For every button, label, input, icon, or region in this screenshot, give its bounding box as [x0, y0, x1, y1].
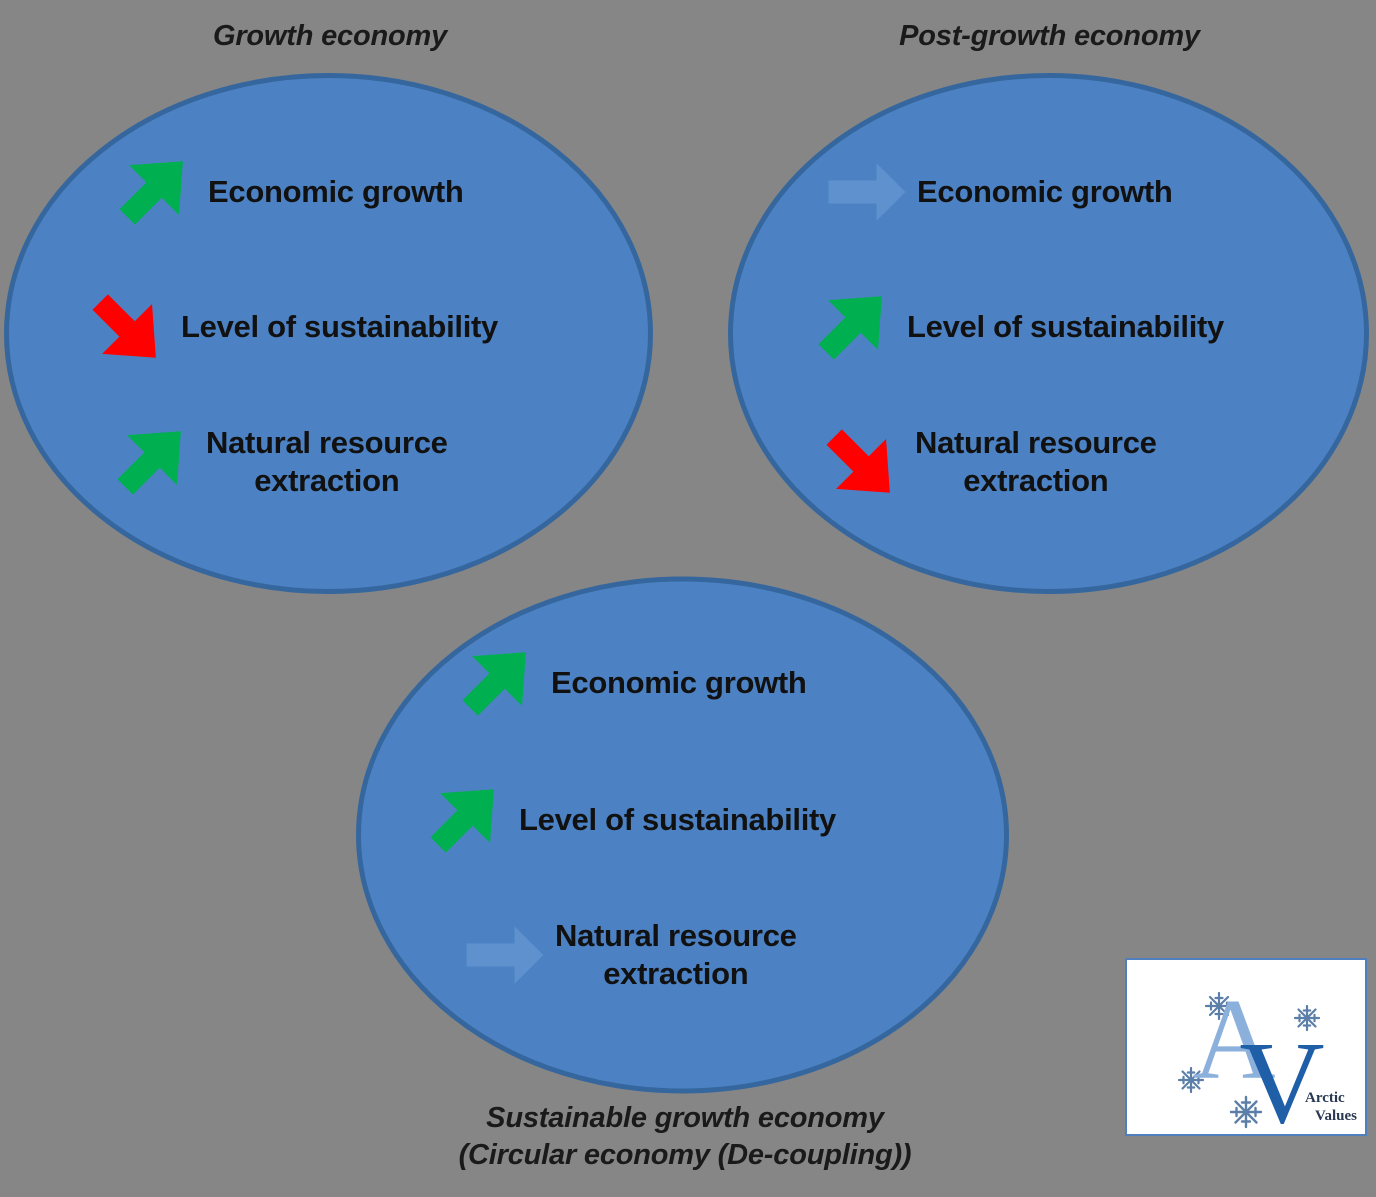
arrow-up-right-green-icon [108, 144, 204, 240]
logo-letter-a: A [1192, 976, 1275, 1103]
arrow-down-right-red-icon [81, 279, 177, 375]
panel-row-label: Level of sustainability [181, 309, 498, 345]
snowflake-icon [1177, 1066, 1205, 1094]
panel-row: Level of sustainability [807, 279, 1224, 375]
arrow-up-right-green-icon [451, 635, 547, 731]
snowflake-icon [1293, 1004, 1321, 1032]
panel-row-label: Natural resource extraction [555, 918, 797, 991]
logo-letter-v: V [1239, 1017, 1324, 1134]
arrow-up-right-green-icon [419, 772, 515, 868]
panel-label-post-growth-economy: Post-growth economy [899, 20, 1200, 52]
panel-label-growth-economy: Growth economy [212, 20, 448, 52]
panel-row: Level of sustainability [81, 279, 498, 375]
panel-row-label: Level of sustainability [519, 802, 836, 838]
logo-name-line-1: Arctic [1305, 1090, 1345, 1106]
arrow-right-flat-icon [817, 144, 913, 240]
logo-name-line-2: Values [1315, 1108, 1357, 1124]
panel-row: Level of sustainability [419, 772, 836, 868]
panel-row: Economic growth [451, 635, 807, 731]
arrow-right-flat-icon [455, 907, 551, 1003]
panel-row-label: Natural resource extraction [206, 425, 448, 498]
panel-row: Natural resource extraction [455, 907, 797, 1003]
arrow-up-right-green-icon [807, 279, 903, 375]
panel-row: Economic growth [817, 144, 1173, 240]
arrow-down-right-red-icon [815, 414, 911, 510]
snowflake-icon [1204, 991, 1234, 1021]
panel-row-label: Level of sustainability [907, 309, 1224, 345]
arrow-up-right-green-icon [106, 414, 202, 510]
panel-row-label: Natural resource extraction [915, 425, 1157, 498]
snowflake-icon [1229, 1095, 1263, 1129]
panel-row: Natural resource extraction [815, 414, 1157, 510]
panel-row-label: Economic growth [208, 174, 464, 210]
panel-growth-economy: Economic growth Level of sustainability … [3, 72, 654, 595]
panel-row-label: Economic growth [551, 665, 807, 701]
arctic-values-logo: A V Arctic Values [1125, 958, 1367, 1136]
panel-label-sustainable-growth-economy: Sustainable growth economy (Circular eco… [458, 1102, 912, 1172]
panel-row: Natural resource extraction [106, 414, 448, 510]
panel-row-label: Economic growth [917, 174, 1173, 210]
panel-sustainable-growth-economy: Economic growth Level of sustainability … [355, 575, 1010, 1095]
panel-row: Economic growth [108, 144, 464, 240]
panel-post-growth-economy: Economic growth Level of sustainability … [727, 72, 1370, 595]
